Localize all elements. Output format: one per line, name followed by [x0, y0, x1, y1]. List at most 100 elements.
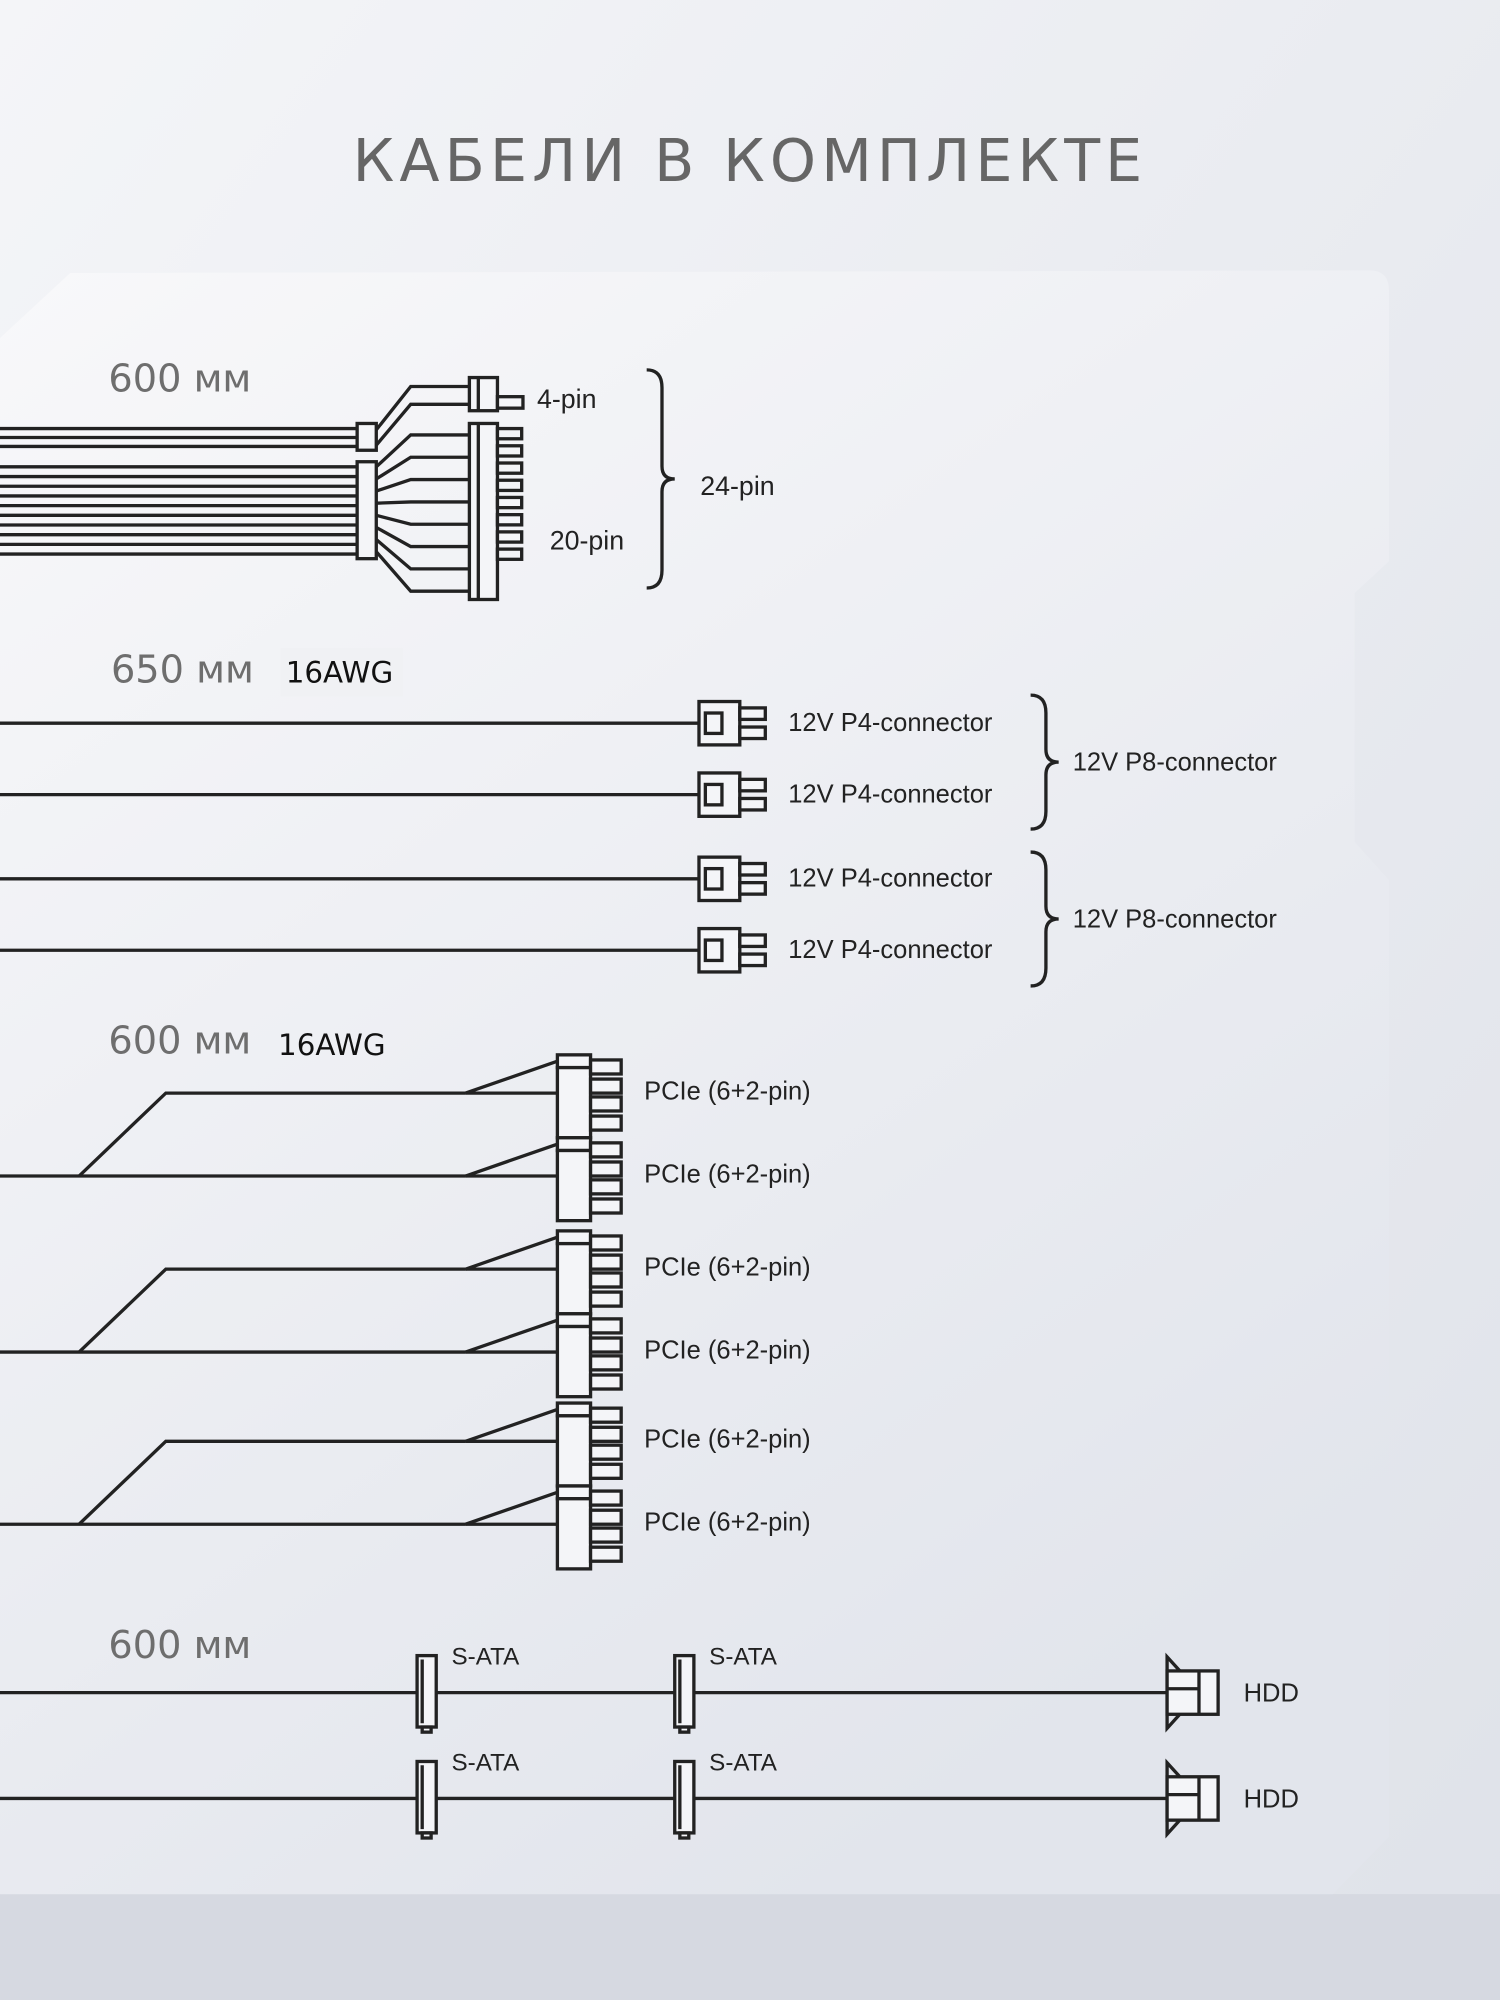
- pcie-wire: [465, 1490, 558, 1526]
- cpu-connector-label: 12V P4-connector: [788, 936, 993, 964]
- cpu-connector-key: [703, 782, 724, 807]
- label-24pin: 24-pin: [700, 471, 774, 501]
- pcie-wire: [465, 1142, 558, 1178]
- pcie-connector-label: PCIe (6+2-pin): [644, 1426, 811, 1454]
- atx-pin: [495, 461, 524, 475]
- pcie-pin: [588, 1489, 623, 1507]
- pcie-gauge: 16AWG: [278, 1028, 386, 1062]
- cpu-pin: [738, 933, 767, 949]
- sata-connector: [415, 1759, 438, 1835]
- atx-pin: [495, 513, 524, 527]
- connector-detail: [1167, 1670, 1201, 1715]
- hdd-connector: [1165, 1669, 1220, 1716]
- atx-pin: [495, 530, 524, 544]
- atx-20pin-wire: [375, 455, 475, 481]
- atx-4pin-wire: [374, 384, 470, 431]
- pcie-pin: [588, 1160, 623, 1178]
- atx-4pin-latch: [495, 395, 525, 410]
- atx-20pin-wire: [375, 433, 475, 469]
- hdd-connector: [1165, 1775, 1220, 1822]
- atx-20pin-wire: [375, 550, 475, 593]
- sata-connector-tab: [678, 1725, 691, 1734]
- pcie-pin: [588, 1253, 623, 1271]
- sata-connector-tab: [420, 1831, 433, 1840]
- brace-p8-2: [1030, 850, 1059, 988]
- pcie-pin: [588, 1077, 623, 1095]
- atx-pin: [495, 444, 524, 458]
- cpu-pin: [738, 880, 767, 896]
- pcie-length: 600 мм: [108, 1019, 251, 1064]
- connector-detail: [1167, 1776, 1201, 1821]
- atx-pin: [495, 495, 524, 510]
- label-4pin: 4-pin: [537, 384, 597, 414]
- atx-20pin-wire: [375, 538, 475, 571]
- sata-connector: [673, 1759, 696, 1835]
- sata-label: S-ATA: [709, 1749, 778, 1776]
- atx-pin: [495, 478, 524, 493]
- pcie-pin: [588, 1290, 623, 1308]
- pcie-2pin-connector: [555, 1136, 593, 1153]
- pcie-6pin-connector: [555, 1065, 593, 1140]
- atx-length: 600 мм: [108, 357, 251, 402]
- hdd-label: HDD: [1244, 1785, 1299, 1813]
- pcie-6pin-connector: [555, 1414, 593, 1488]
- cpu-pin: [738, 861, 767, 877]
- pcie-wire: [465, 1235, 558, 1271]
- pcie-pin: [588, 1373, 623, 1391]
- sata-length: 600 мм: [108, 1623, 251, 1668]
- atx-20pin-wire: [375, 525, 475, 549]
- atx-20pin-wire: [375, 513, 475, 526]
- hdd-label: HDD: [1244, 1680, 1299, 1708]
- bottom-band: [0, 1894, 1500, 2000]
- atx-4pin-connector: [467, 375, 500, 413]
- pcie-wire: [465, 1318, 558, 1354]
- pcie-2pin-connector: [555, 1401, 593, 1418]
- pcie-pin: [588, 1354, 623, 1372]
- cpu-connector-label: 12V P4-connector: [788, 864, 993, 892]
- pcie-pin: [588, 1443, 623, 1461]
- pcie-2pin-connector: [555, 1053, 593, 1070]
- pcie-2pin-connector: [555, 1229, 593, 1246]
- pcie-pin: [588, 1178, 623, 1196]
- pcie-pin: [588, 1141, 623, 1159]
- cpu-group-label: 12V P8-connector: [1073, 905, 1278, 933]
- cpu-connector-key: [703, 938, 724, 963]
- pcie-pin: [588, 1317, 623, 1335]
- pcie-connector-label: PCIe (6+2-pin): [644, 1254, 811, 1282]
- cpu-connector-label: 12V P4-connector: [788, 709, 993, 737]
- cpu-pin: [738, 777, 767, 793]
- cpu-group-label: 12V P8-connector: [1073, 748, 1278, 776]
- pcie-wire: [77, 1091, 466, 1178]
- pcie-connector-label: PCIe (6+2-pin): [644, 1160, 811, 1188]
- atx-pin: [495, 547, 524, 561]
- atx-4pin-wire: [375, 402, 470, 447]
- pcie-cables: 600 мм 16AWG PCIe (6+2-pin) PCIe (6+2-pin…: [0, 1019, 811, 1571]
- pcie-pin: [588, 1462, 623, 1480]
- atx-20pin-wire: [375, 477, 475, 493]
- brace-24pin: [646, 368, 675, 590]
- pcie-pin: [588, 1114, 623, 1132]
- pcie-6pin-connector: [555, 1324, 593, 1399]
- sata-label: S-ATA: [709, 1644, 778, 1671]
- pcie-connector-label: PCIe (6+2-pin): [644, 1077, 811, 1105]
- page-title: КАБЕЛИ В КОМПЛЕКТЕ: [353, 127, 1148, 195]
- pcie-wire: [465, 1059, 558, 1095]
- atx-pin: [495, 426, 524, 441]
- pcie-6pin-connector: [555, 1148, 593, 1223]
- cpu-pin: [738, 796, 767, 812]
- sata-connector: [415, 1653, 438, 1729]
- sata-label: S-ATA: [452, 1644, 521, 1671]
- pcie-2pin-connector: [555, 1484, 593, 1501]
- pcie-6pin-connector: [555, 1241, 593, 1316]
- atx-cable: 600 мм 4-pin 20-pin 24-pin: [0, 357, 775, 602]
- pcie-pin: [588, 1336, 623, 1354]
- cpu-pin: [738, 706, 767, 722]
- pcie-pin: [588, 1545, 623, 1563]
- cpu-length: 650 мм: [111, 647, 254, 692]
- atx-20pin-cable-sleeve: [355, 460, 378, 561]
- pcie-wire: [77, 1267, 466, 1354]
- pcie-pin: [588, 1508, 623, 1526]
